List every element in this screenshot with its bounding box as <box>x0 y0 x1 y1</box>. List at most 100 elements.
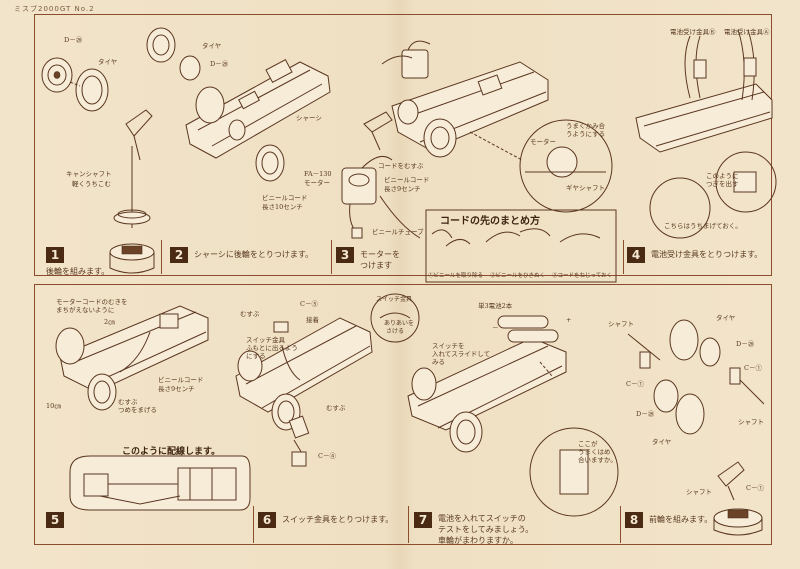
part-label: モーター <box>304 179 330 187</box>
part-label: うまくはめ <box>578 448 611 456</box>
part-label: ふもとに出るよう <box>246 344 298 352</box>
divider <box>620 506 621 543</box>
part-label: スイッチを <box>432 342 465 350</box>
part-label: 2㎝ <box>104 318 115 326</box>
divider <box>253 506 254 543</box>
cord-tip-art <box>425 209 617 283</box>
part-label: タイヤ <box>202 42 222 50</box>
step-number: 6 <box>258 512 276 528</box>
step-caption: 電池受け金具をとりつけます。 <box>651 250 763 259</box>
part-label: うようにする <box>566 130 606 138</box>
step-caption: 電池を入れてスイッチの <box>438 514 526 523</box>
step-caption: シャーシに後輪をとりつけます。 <box>194 250 314 259</box>
part-label: シャフト <box>608 320 634 328</box>
bottom-panel <box>34 284 772 545</box>
part-label: C－① <box>746 484 764 492</box>
part-label: ギヤシャフト <box>566 184 605 192</box>
step4-art <box>635 29 777 239</box>
divider <box>408 506 409 543</box>
top-panel <box>34 14 772 276</box>
polarity-plus: + <box>566 316 572 324</box>
step5-art <box>55 305 251 511</box>
part-label: キャンシャフト <box>66 170 112 178</box>
step-caption: テストをしてみましょう。 <box>438 525 534 534</box>
part-label: モーターコードのむきを <box>56 298 128 306</box>
step-caption: 前輪を組みます。 <box>649 515 713 524</box>
part-label: うまくかみ合 <box>566 122 605 130</box>
part-label: D－㉖ <box>64 36 83 44</box>
part-label: 10㎝ <box>46 402 61 410</box>
page-header: ミスブ2000GT No.2 <box>14 5 95 13</box>
part-label: D－㉖ <box>636 410 655 418</box>
part-label: 電池受け金具Ⓐ <box>724 28 770 36</box>
step7-art <box>407 315 619 517</box>
part-label: シャーシ <box>296 114 322 122</box>
part-label: このように <box>706 172 739 180</box>
step6-art <box>235 293 420 467</box>
part-label: ビニールチューブ <box>372 228 424 236</box>
part-label: タイヤ <box>716 314 736 322</box>
part-label: 軽くうちこむ <box>72 180 111 188</box>
step-caption: スイッチ金具をとりつけます。 <box>282 515 394 524</box>
step-number: 4 <box>627 247 645 263</box>
cord-step: ②ビニールをひきぬく <box>490 273 546 279</box>
part-label: 合いますか。 <box>578 456 617 464</box>
part-label: 単3電池2本 <box>478 302 513 310</box>
part-label: シャフト <box>738 418 764 426</box>
part-label: コードをむすぶ <box>378 162 424 170</box>
part-label: にする <box>246 352 266 360</box>
step-number: 1 <box>46 247 64 263</box>
part-label: まちがえないように <box>56 306 115 314</box>
step-caption: 後輪を組みます。 <box>46 267 110 276</box>
part-label: 長さ9センチ <box>158 385 195 393</box>
part-label: こちらはうちまげておく。 <box>664 222 742 230</box>
cord-step: ①ビニールを取り除る <box>428 273 484 279</box>
step-number: 3 <box>336 247 354 263</box>
part-label: つめをまげる <box>118 406 157 414</box>
part-label: C－① <box>744 364 762 372</box>
part-label: 長さ9センチ <box>384 185 421 193</box>
part-label: 入れてスライドして <box>432 350 491 358</box>
step3b-art <box>381 40 613 213</box>
part-label: むすぶ <box>240 310 260 318</box>
part-label: さける <box>386 328 405 335</box>
part-label: D－㉖ <box>210 60 229 68</box>
part-label: ビニールコード <box>262 194 308 202</box>
part-label: ここが <box>578 440 598 448</box>
divider <box>623 240 624 274</box>
step-number: 7 <box>414 512 432 528</box>
divider <box>161 240 162 274</box>
cord-step: ③コードをねじっておく <box>552 273 613 279</box>
part-label: むすぶ <box>118 398 138 406</box>
part-label: 接着 <box>306 316 319 324</box>
step-number: 8 <box>625 512 643 528</box>
part-label: タイヤ <box>652 438 672 446</box>
part-label: ありあいを <box>384 320 415 327</box>
part-label: ビニールコード <box>158 376 204 384</box>
part-label: FA－130 <box>304 170 332 178</box>
step1-art <box>41 57 155 274</box>
part-label: D－㉖ <box>736 340 755 348</box>
cord-tip-title: コードの先のまとめ方 <box>440 216 540 227</box>
part-label: スイッチ金具 <box>246 336 285 344</box>
divider <box>331 240 332 274</box>
part-label: C－① <box>626 380 644 388</box>
step8-art <box>627 319 765 536</box>
part-label: ビニールコード <box>384 176 430 184</box>
step2-art <box>146 27 331 182</box>
part-label: 長さ10センチ <box>262 203 303 211</box>
step-caption: 車輪がまわりますか。 <box>438 536 518 545</box>
polarity-minus: － <box>492 324 499 332</box>
part-label: C－④ <box>318 452 336 460</box>
part-label: C－⑤ <box>300 300 318 308</box>
part-label: モーター <box>530 138 556 146</box>
part-label: シャフト <box>686 488 712 496</box>
part-label: タイヤ <box>98 58 118 66</box>
part-label: スイッチ金具 <box>376 296 413 303</box>
step-caption: モーターを <box>360 250 400 259</box>
part-label: つぎを出す <box>706 180 739 188</box>
step-number: 5 <box>46 512 64 528</box>
part-label: みる <box>432 358 445 366</box>
